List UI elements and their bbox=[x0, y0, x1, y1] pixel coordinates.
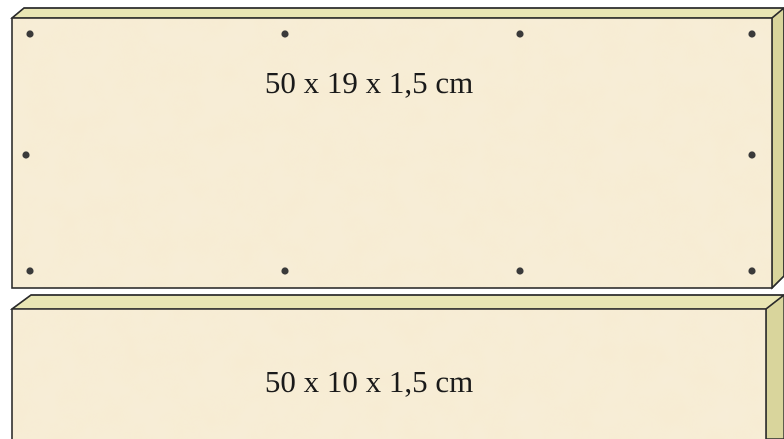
board-small-top-edge bbox=[9, 294, 784, 310]
screw-hole bbox=[22, 151, 30, 159]
board-large-dimensions-label: 50 x 19 x 1,5 cm bbox=[265, 65, 473, 100]
screw-hole bbox=[748, 267, 756, 275]
screw-hole bbox=[516, 30, 524, 38]
board-large-edge-outlines bbox=[11, 7, 784, 289]
board-small-side-edge bbox=[765, 294, 784, 439]
screw-hole bbox=[748, 30, 756, 38]
board-large: 50 x 19 x 1,5 cm bbox=[10, 7, 784, 290]
screw-hole bbox=[516, 267, 524, 275]
board-large-side-edge bbox=[771, 7, 784, 290]
board-large-top-edge bbox=[10, 7, 784, 19]
screw-hole bbox=[281, 267, 289, 275]
board-large-outline bbox=[11, 17, 773, 289]
screw-hole bbox=[26, 30, 34, 38]
board-small: 50 x 10 x 1,5 cm bbox=[9, 294, 784, 439]
board-small-edge-outline bbox=[11, 294, 784, 310]
board-small-corner-line bbox=[765, 294, 784, 310]
board-small-outline bbox=[11, 308, 767, 439]
screw-hole bbox=[748, 151, 756, 159]
board-large-face-texture bbox=[12, 18, 772, 288]
board-small-face-texture bbox=[12, 309, 766, 439]
board-large-screws bbox=[22, 30, 756, 275]
screw-hole bbox=[26, 267, 34, 275]
screw-hole bbox=[281, 30, 289, 38]
board-small-dimensions-label: 50 x 10 x 1,5 cm bbox=[265, 364, 473, 399]
